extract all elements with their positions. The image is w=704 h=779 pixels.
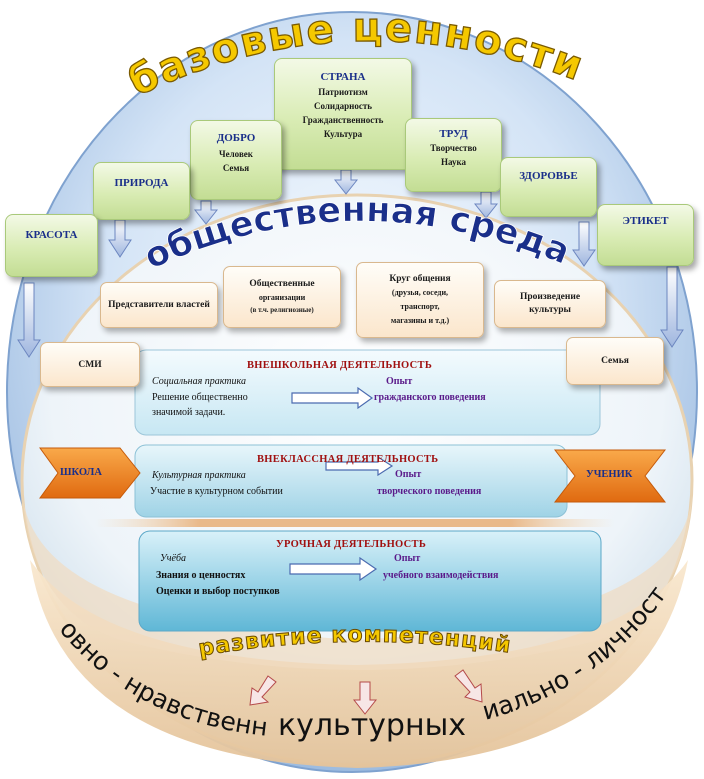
- value-item: Творчество: [430, 143, 477, 153]
- value-arrows: [17, 169, 684, 358]
- extracurricular-task-2: значимой задачи.: [152, 407, 226, 418]
- separator-band-1: [95, 519, 615, 527]
- circle-line: магазины и т.д.): [390, 316, 450, 325]
- value-items-country: Патриотизм Солидарность Гражданственност…: [275, 85, 411, 141]
- circle-line: транспорт,: [400, 302, 440, 311]
- lesson-task-1: Знания о ценностях: [156, 570, 246, 581]
- society-organizations: Общественные организации (в т.ч. религио…: [223, 266, 341, 328]
- value-title-labour: ТРУД: [439, 128, 468, 140]
- value-item: Патриотизм: [318, 87, 368, 97]
- value-box-labour: ТРУД Творчество Наука: [405, 118, 502, 192]
- value-items-good: Человек Семья: [191, 147, 281, 175]
- society-culture: Произведение культуры: [494, 280, 606, 328]
- outofclass-task: Участие в культурном событии: [150, 486, 283, 497]
- value-title-beauty: КРАСОТА: [25, 229, 78, 241]
- extracurricular-box-bg: [134, 349, 601, 436]
- cultural-label: культурных: [278, 708, 466, 743]
- student-chevron: [553, 449, 667, 503]
- extracurricular-task-1: Решение общественно: [152, 392, 248, 403]
- value-item: Наука: [440, 157, 467, 167]
- extracurricular-result-text: гражданского поведения: [374, 392, 486, 403]
- value-box-health: ЗДОРОВЬЕ: [500, 157, 597, 217]
- bottom-band: [30, 560, 688, 768]
- extracurricular-title: ВНЕШКОЛЬНАЯ ДЕЯТЕЛЬНОСТЬ: [247, 360, 433, 371]
- lesson-box-bg: [138, 530, 602, 632]
- value-title-health: ЗДОРОВЬЕ: [519, 170, 578, 182]
- value-item: Гражданственность: [302, 115, 384, 125]
- school-chevron: [39, 447, 141, 499]
- school-label: ШКОЛА: [60, 467, 102, 478]
- organizations-line: Общественные: [249, 278, 315, 289]
- outofclass-result-text: творческого поведения: [377, 486, 482, 497]
- lesson-result-text: учебного взаимодействия: [383, 570, 499, 581]
- outofclass-title: ВНЕКЛАССНАЯ ДЕЯТЕЛЬНОСТЬ: [257, 454, 439, 465]
- lesson-practice: Учёба: [160, 553, 186, 564]
- value-item: Культура: [323, 129, 363, 139]
- outofclass-result-label: Опыт: [395, 469, 422, 480]
- organizations-line: организации: [258, 292, 306, 302]
- value-title-good: ДОБРО: [216, 132, 256, 144]
- lesson-title: УРОЧНАЯ ДЕЯТЕЛЬНОСТЬ: [276, 539, 427, 550]
- society-authorities: Представители властей: [100, 282, 218, 328]
- extracurricular-practice: Социальная практика: [152, 376, 246, 387]
- value-box-nature: ПРИРОДА: [93, 162, 190, 220]
- student-label: УЧЕНИК: [586, 469, 633, 480]
- value-title-country: СТРАНА: [320, 71, 366, 83]
- activity-arrows: [289, 386, 394, 582]
- value-item: Солидарность: [313, 101, 373, 111]
- circle-line: Круг общения: [389, 274, 451, 284]
- bottom-arrows: [249, 669, 483, 715]
- value-title-nature: ПРИРОДА: [114, 177, 169, 189]
- outofclass-box-bg: [134, 444, 568, 518]
- value-items-labour: Творчество Наука: [406, 141, 501, 169]
- value-item: Человек: [219, 149, 253, 159]
- society-media: СМИ: [40, 342, 140, 387]
- circle-line: (друзья, соседи,: [391, 288, 449, 297]
- society-family: Семья: [566, 337, 664, 385]
- value-box-etiquette: ЭТИКЕТ: [597, 204, 694, 266]
- organizations-line: (в т.ч. религиозные): [250, 305, 314, 314]
- lesson-task-2: Оценки и выбор поступков: [156, 586, 280, 597]
- value-item: Семья: [222, 163, 250, 173]
- lesson-result-label: Опыт: [394, 553, 421, 564]
- value-box-country: СТРАНА Патриотизм Солидарность Гражданст…: [274, 58, 412, 170]
- value-box-beauty: КРАСОТА: [5, 214, 98, 277]
- society-circle: Круг общения (друзья, соседи, транспорт,…: [356, 262, 484, 338]
- value-box-good: ДОБРО Человек Семья: [190, 120, 282, 200]
- value-title-etiquette: ЭТИКЕТ: [622, 215, 669, 227]
- outofclass-practice: Культурная практика: [152, 470, 246, 481]
- extracurricular-result-label: Опыт: [386, 376, 413, 387]
